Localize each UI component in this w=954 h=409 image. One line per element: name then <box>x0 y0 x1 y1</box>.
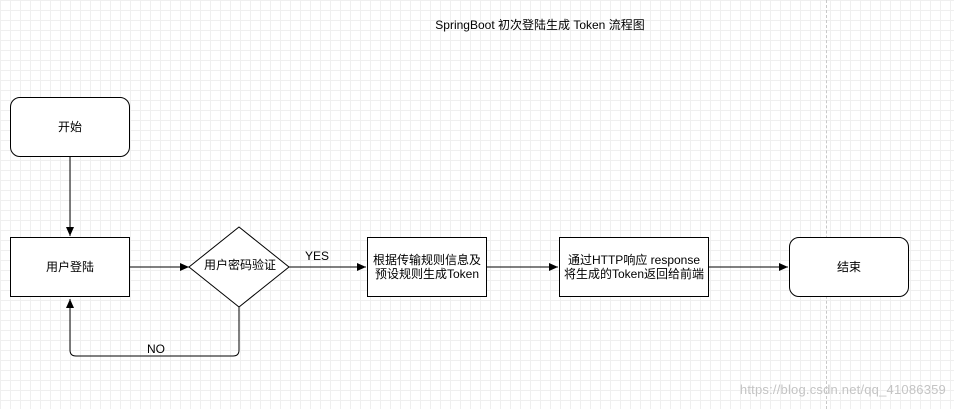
no-edge-label: NO <box>147 342 165 356</box>
yes-edge-label: YES <box>305 249 330 263</box>
page-boundary-line <box>826 0 827 409</box>
watermark-url: https://blog.csdn.net/qq_41086359 <box>739 382 946 397</box>
decision-diamond-shape[interactable] <box>188 226 290 308</box>
start-node[interactable]: 开始 <box>10 97 130 157</box>
login-node-label: 用户登陆 <box>45 260 94 274</box>
respond-node-label: 通过HTTP响应 response 将生成的Token返回给前端 <box>563 253 705 281</box>
respond-node[interactable]: 通过HTTP响应 response 将生成的Token返回给前端 <box>559 237 709 297</box>
diagram-title: SpringBoot 初次登陆生成 Token 流程图 <box>435 18 645 32</box>
end-node-label: 结束 <box>836 260 861 274</box>
end-node[interactable]: 结束 <box>789 237 909 297</box>
start-node-label: 开始 <box>57 120 82 134</box>
login-node[interactable]: 用户登陆 <box>10 237 130 297</box>
generate-token-node-label: 根据传输规则信息及 预设规则生成Token <box>372 253 481 281</box>
generate-token-node[interactable]: 根据传输规则信息及 预设规则生成Token <box>367 237 487 297</box>
edge-verify-to-login-no[interactable] <box>66 299 240 357</box>
